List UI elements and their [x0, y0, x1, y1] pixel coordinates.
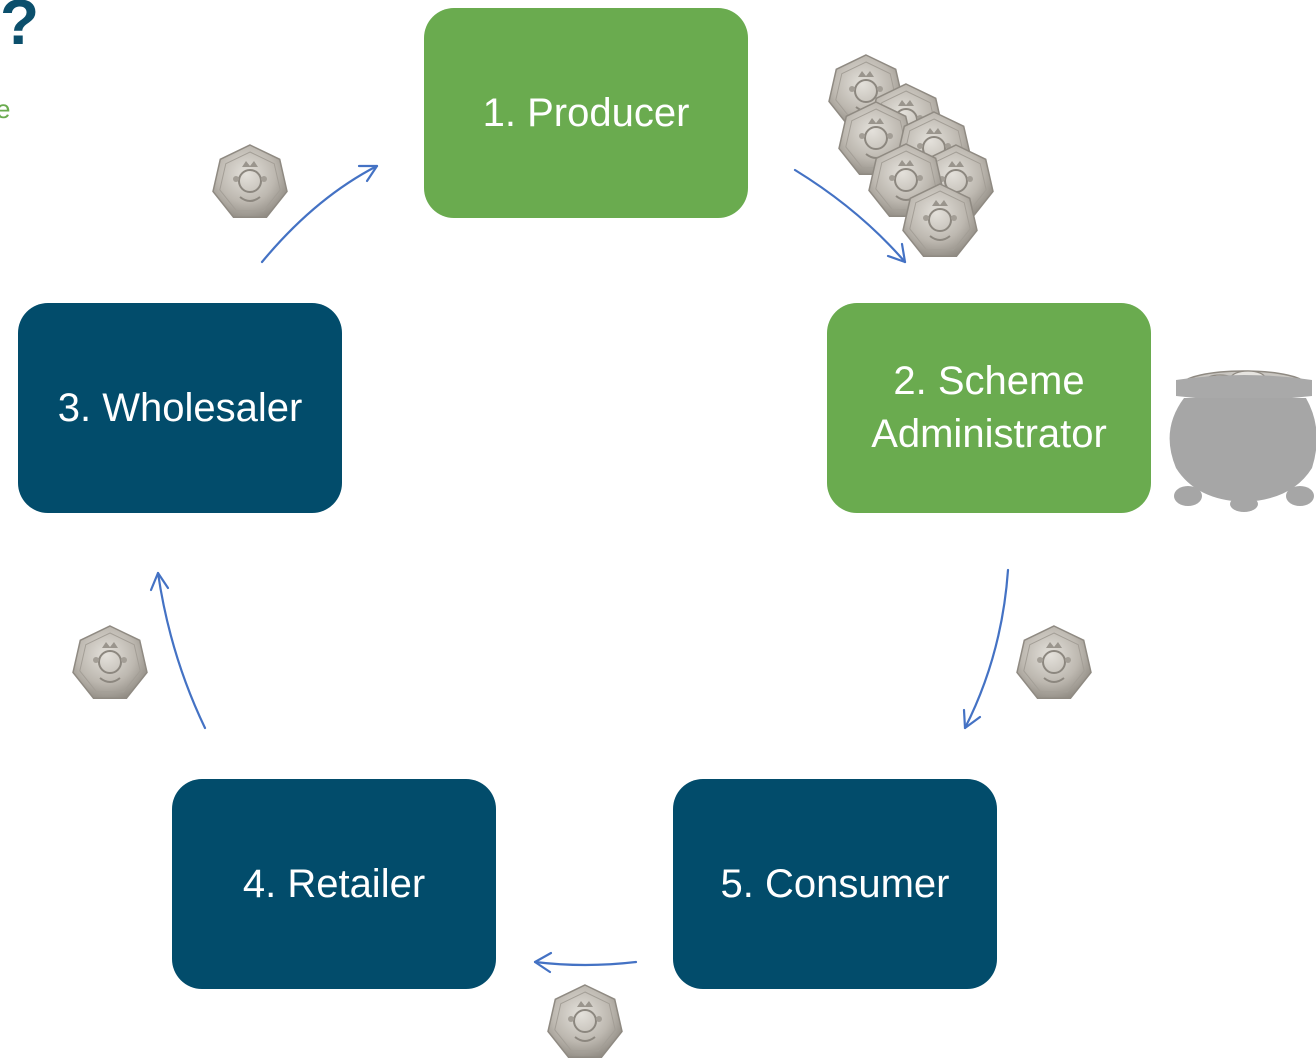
- arrow-wholesaler-to-producer: [260, 164, 379, 264]
- node-label: 2. Scheme Administrator: [871, 359, 1107, 456]
- coin-icon: [212, 144, 288, 219]
- node-consumer: 5. Consumer: [673, 779, 997, 989]
- node-label: 5. Consumer: [720, 861, 950, 906]
- node-wholesaler: 3. Wholesaler: [18, 303, 342, 513]
- arrow-scheme-to-consumer: [962, 568, 1010, 730]
- arrow-consumer-to-retailer: [533, 951, 638, 974]
- node-producer: 1. Producer: [424, 8, 748, 218]
- pot-of-coins-icon: [1169, 370, 1316, 512]
- coin-icon: [1016, 625, 1092, 700]
- node-label: 1. Producer: [482, 90, 690, 135]
- coin-stack-icon: [828, 54, 994, 258]
- node-label: 4. Retailer: [242, 861, 426, 906]
- heading-cut-text: e: [0, 94, 11, 124]
- arrow-retailer-to-wholesaler: [149, 571, 207, 730]
- node-label: 3. Wholesaler: [57, 385, 303, 430]
- arrow-producer-to-scheme: [793, 168, 907, 264]
- node-retailer: 4. Retailer: [172, 779, 496, 989]
- node-scheme-administrator: 2. Scheme Administrator: [827, 303, 1151, 513]
- coin-icon: [547, 984, 623, 1059]
- heading-question-mark: ?: [0, 0, 40, 58]
- coin-icon: [72, 625, 148, 700]
